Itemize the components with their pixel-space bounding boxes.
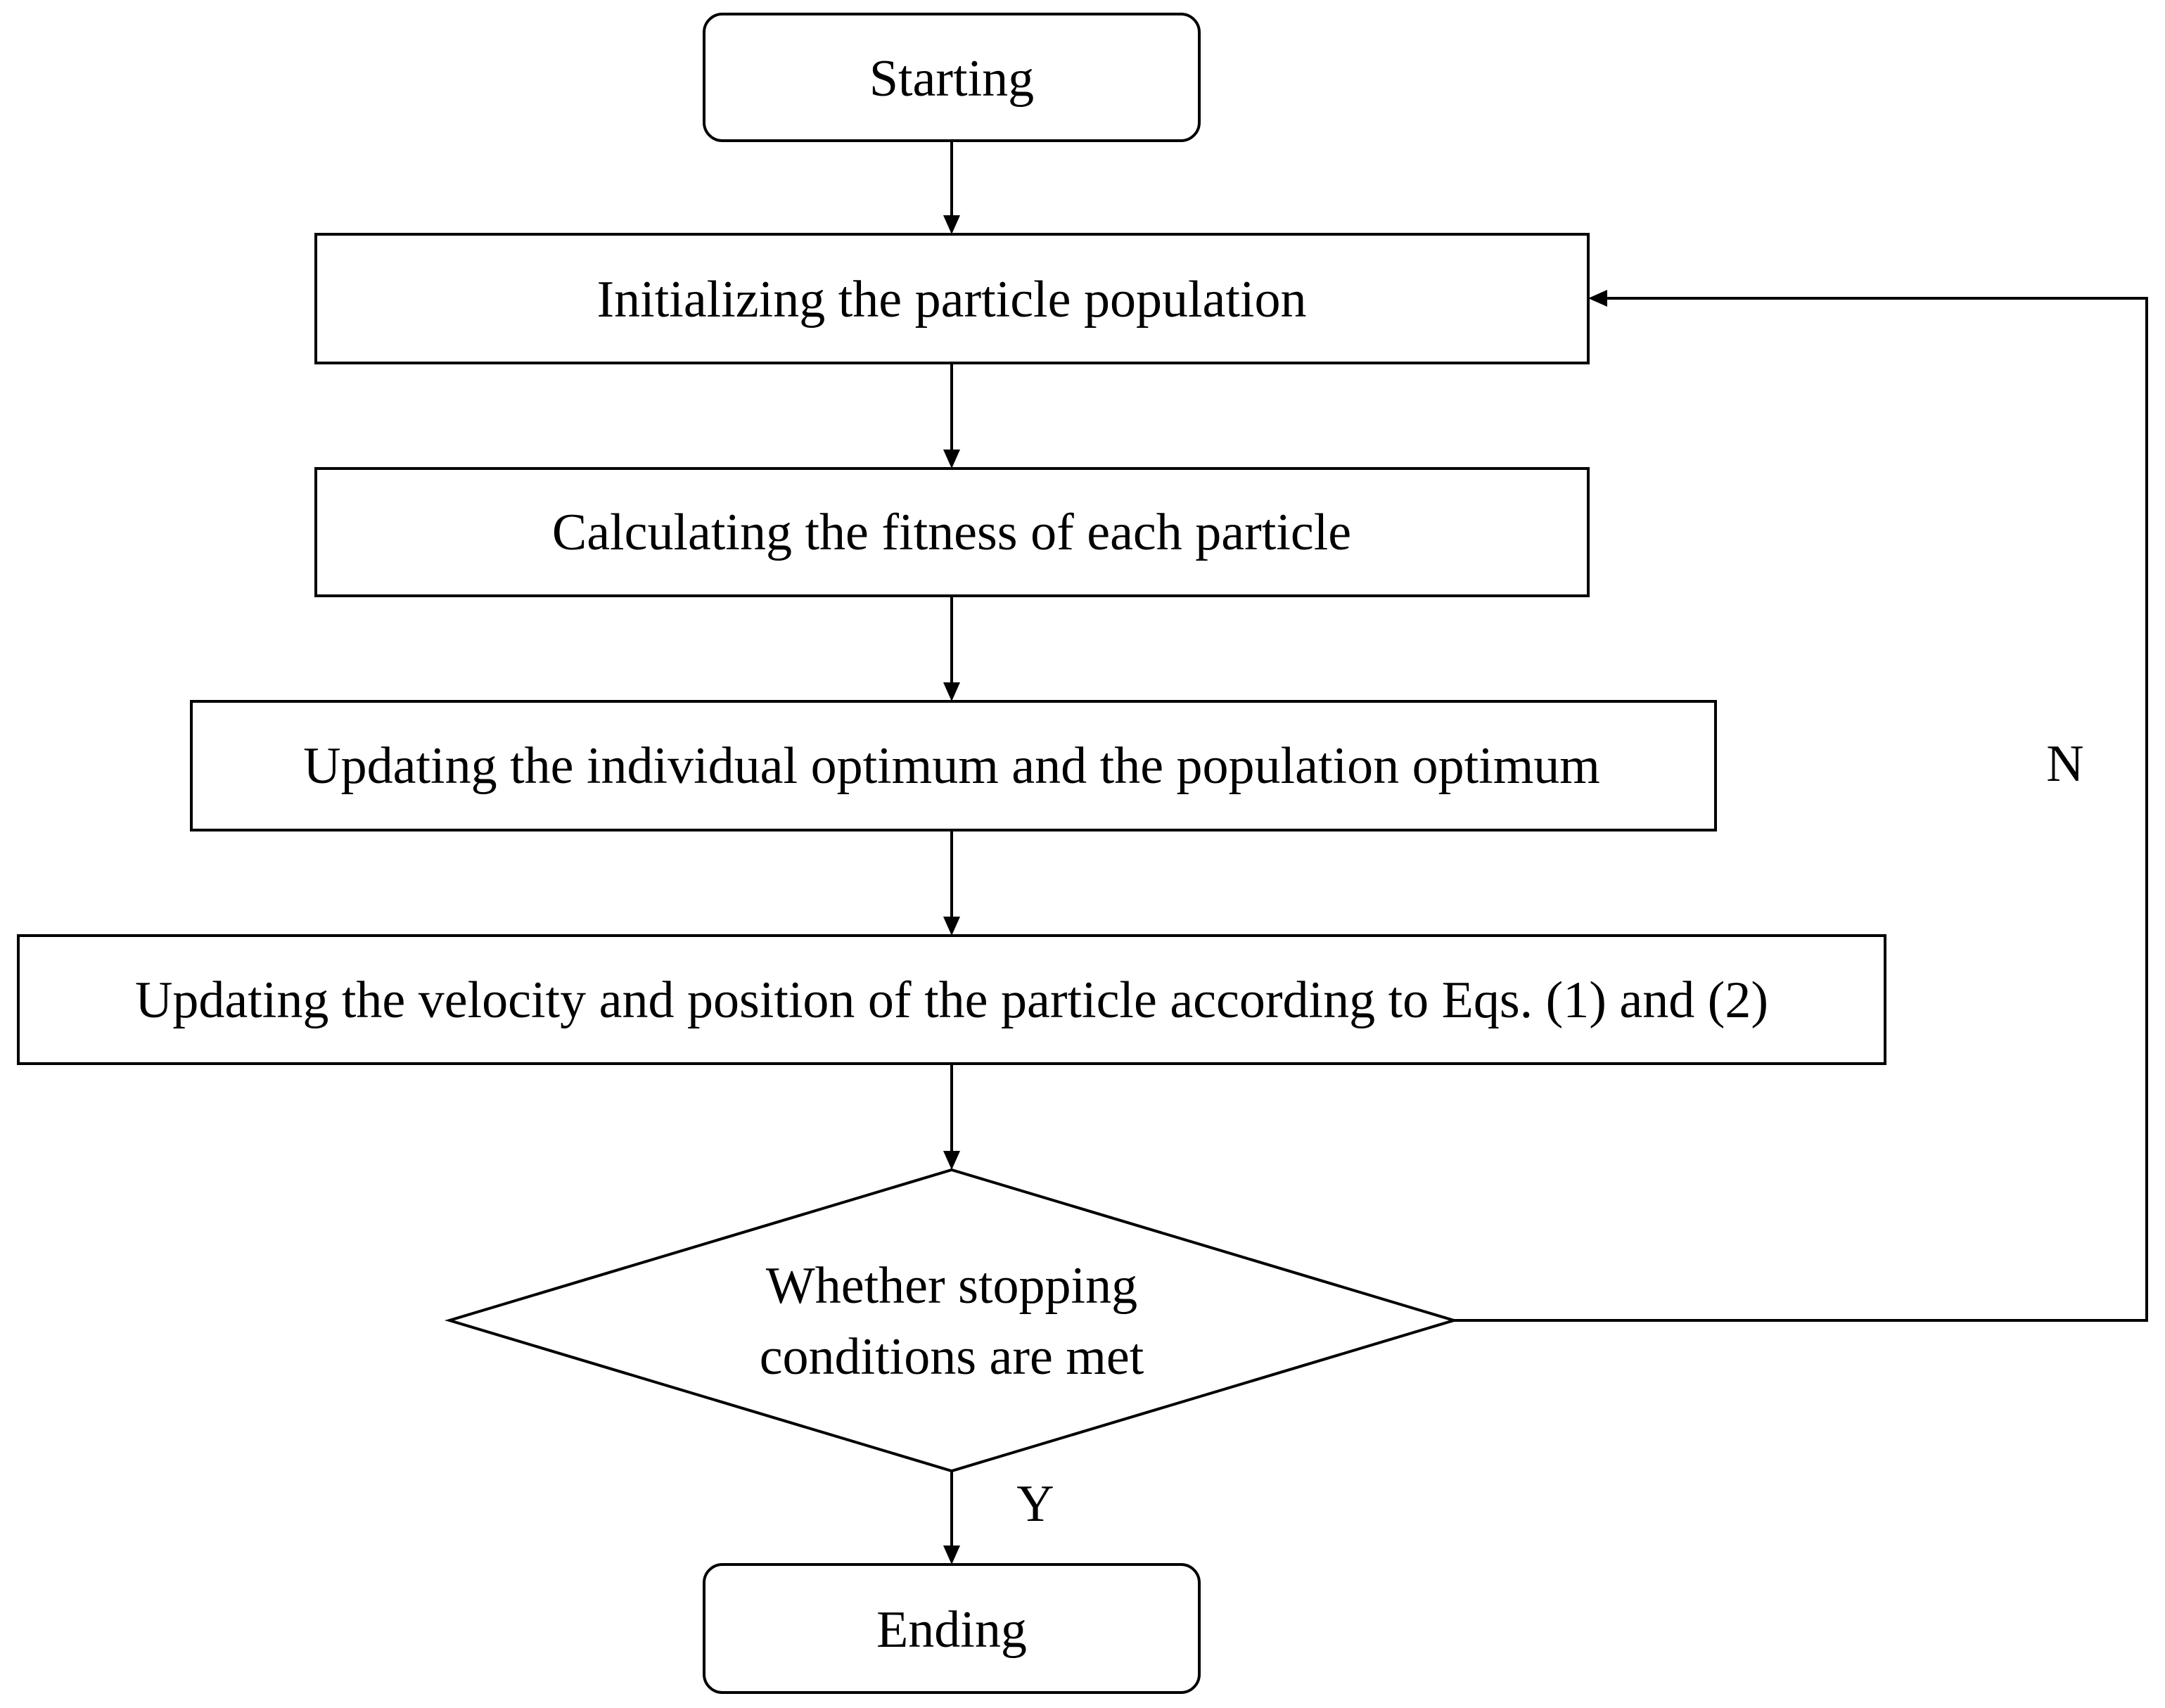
yes-label: Y xyxy=(1016,1475,1054,1533)
decision-node: Whether stopping conditions are met xyxy=(445,1168,1459,1473)
end-label: Ending xyxy=(876,1601,1027,1659)
edge-start-to-init xyxy=(943,141,960,234)
update-velocity-label: Updating the velocity and position of th… xyxy=(135,971,1768,1029)
edge-fitness-to-optimum xyxy=(943,596,960,701)
start-node: Starting xyxy=(703,13,1201,142)
end-node: Ending xyxy=(703,1563,1201,1694)
arrowhead-icon xyxy=(1588,290,1607,307)
edge-velocity-to-decision xyxy=(943,1064,960,1170)
edge-optimum-to-velocity xyxy=(943,830,960,936)
update-optimum-node: Updating the individual optimum and the … xyxy=(190,700,1717,831)
edge-init-to-fitness xyxy=(943,363,960,469)
init-label: Initializing the particle population xyxy=(597,271,1307,329)
decision-label-line1: Whether stopping xyxy=(766,1257,1137,1315)
edge-decision-yes xyxy=(943,1471,960,1564)
update-velocity-node: Updating the velocity and position of th… xyxy=(17,934,1886,1065)
fitness-node: Calculating the fitness of each particle xyxy=(314,467,1590,597)
start-label: Starting xyxy=(869,50,1034,108)
arrowhead-icon xyxy=(943,1151,960,1170)
fitness-label: Calculating the fitness of each particle xyxy=(552,504,1351,561)
no-label: N xyxy=(2046,735,2083,793)
arrowhead-icon xyxy=(943,450,960,469)
update-optimum-label: Updating the individual optimum and the … xyxy=(303,737,1600,795)
init-node: Initializing the particle population xyxy=(314,233,1590,364)
arrowhead-icon xyxy=(943,917,960,936)
arrowhead-icon xyxy=(943,1546,960,1564)
decision-label-line2: conditions are met xyxy=(760,1328,1144,1386)
arrowhead-icon xyxy=(943,682,960,701)
arrowhead-icon xyxy=(943,215,960,234)
edge-decision-no-loop xyxy=(1454,290,2148,1322)
